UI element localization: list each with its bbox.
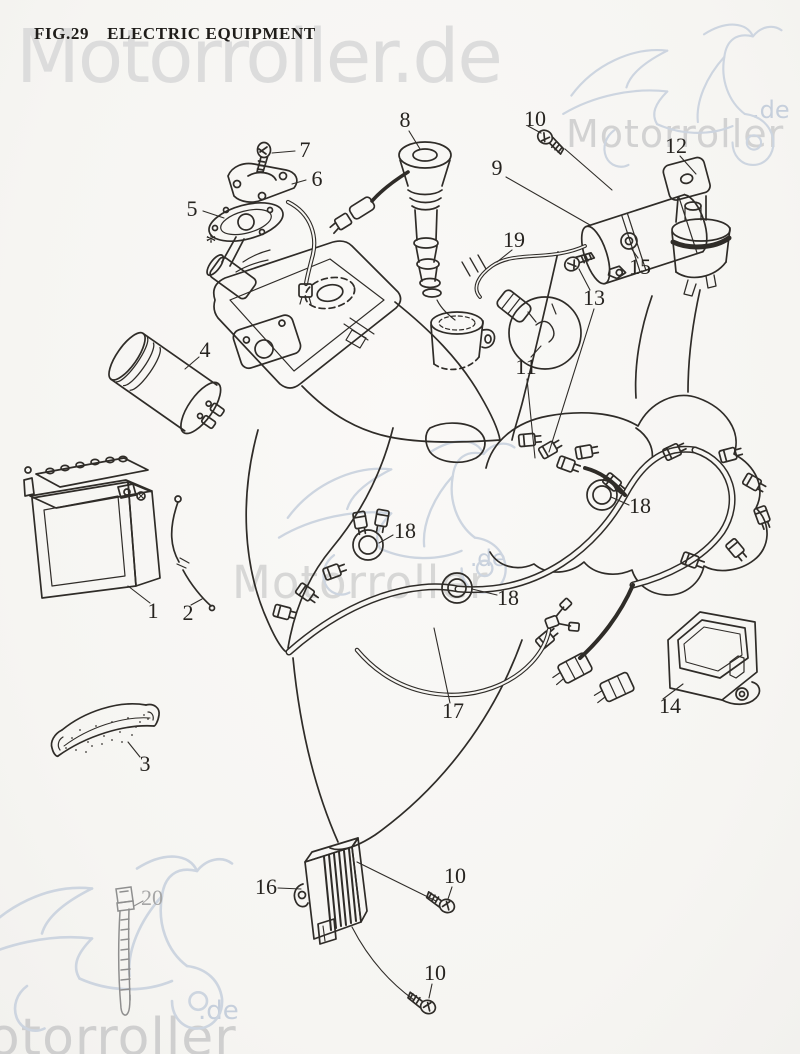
bulb-socket-19 (496, 289, 532, 323)
figure-name: ELECTRIC EQUIPMENT (107, 24, 316, 43)
callout-8: 8 (399, 106, 411, 132)
callout-13: 13 (583, 284, 605, 310)
figure-number: FIG.29 (34, 24, 90, 43)
callout-1: 1 (147, 597, 159, 623)
plug-tube (430, 311, 496, 371)
fuel-sender-5 (206, 199, 317, 305)
callout-6: 6 (311, 165, 323, 191)
callout-18: 18 (629, 492, 651, 518)
callout-18: 18 (497, 584, 519, 610)
band-stipple (65, 714, 149, 753)
fuel-tank (212, 240, 402, 389)
callout-16: 16 (255, 873, 277, 899)
relay-12 (662, 156, 732, 297)
callout-10: 10 (524, 105, 546, 131)
regulator-16 (293, 837, 437, 1001)
callout-11: 11 (515, 353, 537, 379)
figure-title: FIG.29 ELECTRIC EQUIPMENT (34, 24, 316, 44)
callout-19: 19 (503, 226, 525, 252)
callout-18: 18 (394, 517, 416, 543)
cable-tie-20 (115, 886, 135, 1016)
wire-harness-18 (271, 431, 774, 660)
callout-10: 10 (424, 959, 446, 985)
callout-3: 3 (139, 750, 151, 776)
callout-14: 14 (659, 692, 681, 718)
breather-tube-2 (170, 495, 216, 612)
callout-5: 5 (186, 195, 198, 221)
callout-4: 4 (199, 336, 211, 362)
cdi-unit-14 (552, 611, 761, 706)
bulb-11 (508, 296, 582, 370)
callout-*: * (205, 228, 217, 254)
sender-plate-6 (227, 162, 298, 203)
callout-9: 9 (491, 154, 503, 180)
callout-12: 12 (665, 132, 687, 158)
flasher-4 (108, 331, 225, 435)
wire-17 (354, 597, 581, 698)
callout-2: 2 (182, 599, 194, 625)
battery-1 (23, 455, 161, 599)
washer-15 (620, 232, 638, 250)
callout-15: 15 (629, 253, 651, 279)
plug-cap-8 (329, 141, 456, 321)
scooter-body-outline (245, 251, 768, 851)
callout-20: 20 (141, 884, 163, 910)
leader-lines (127, 125, 697, 999)
callout-17: 17 (442, 697, 464, 723)
callout-10: 10 (444, 862, 466, 888)
battery-band-3 (50, 703, 160, 758)
callout-7: 7 (299, 136, 311, 162)
